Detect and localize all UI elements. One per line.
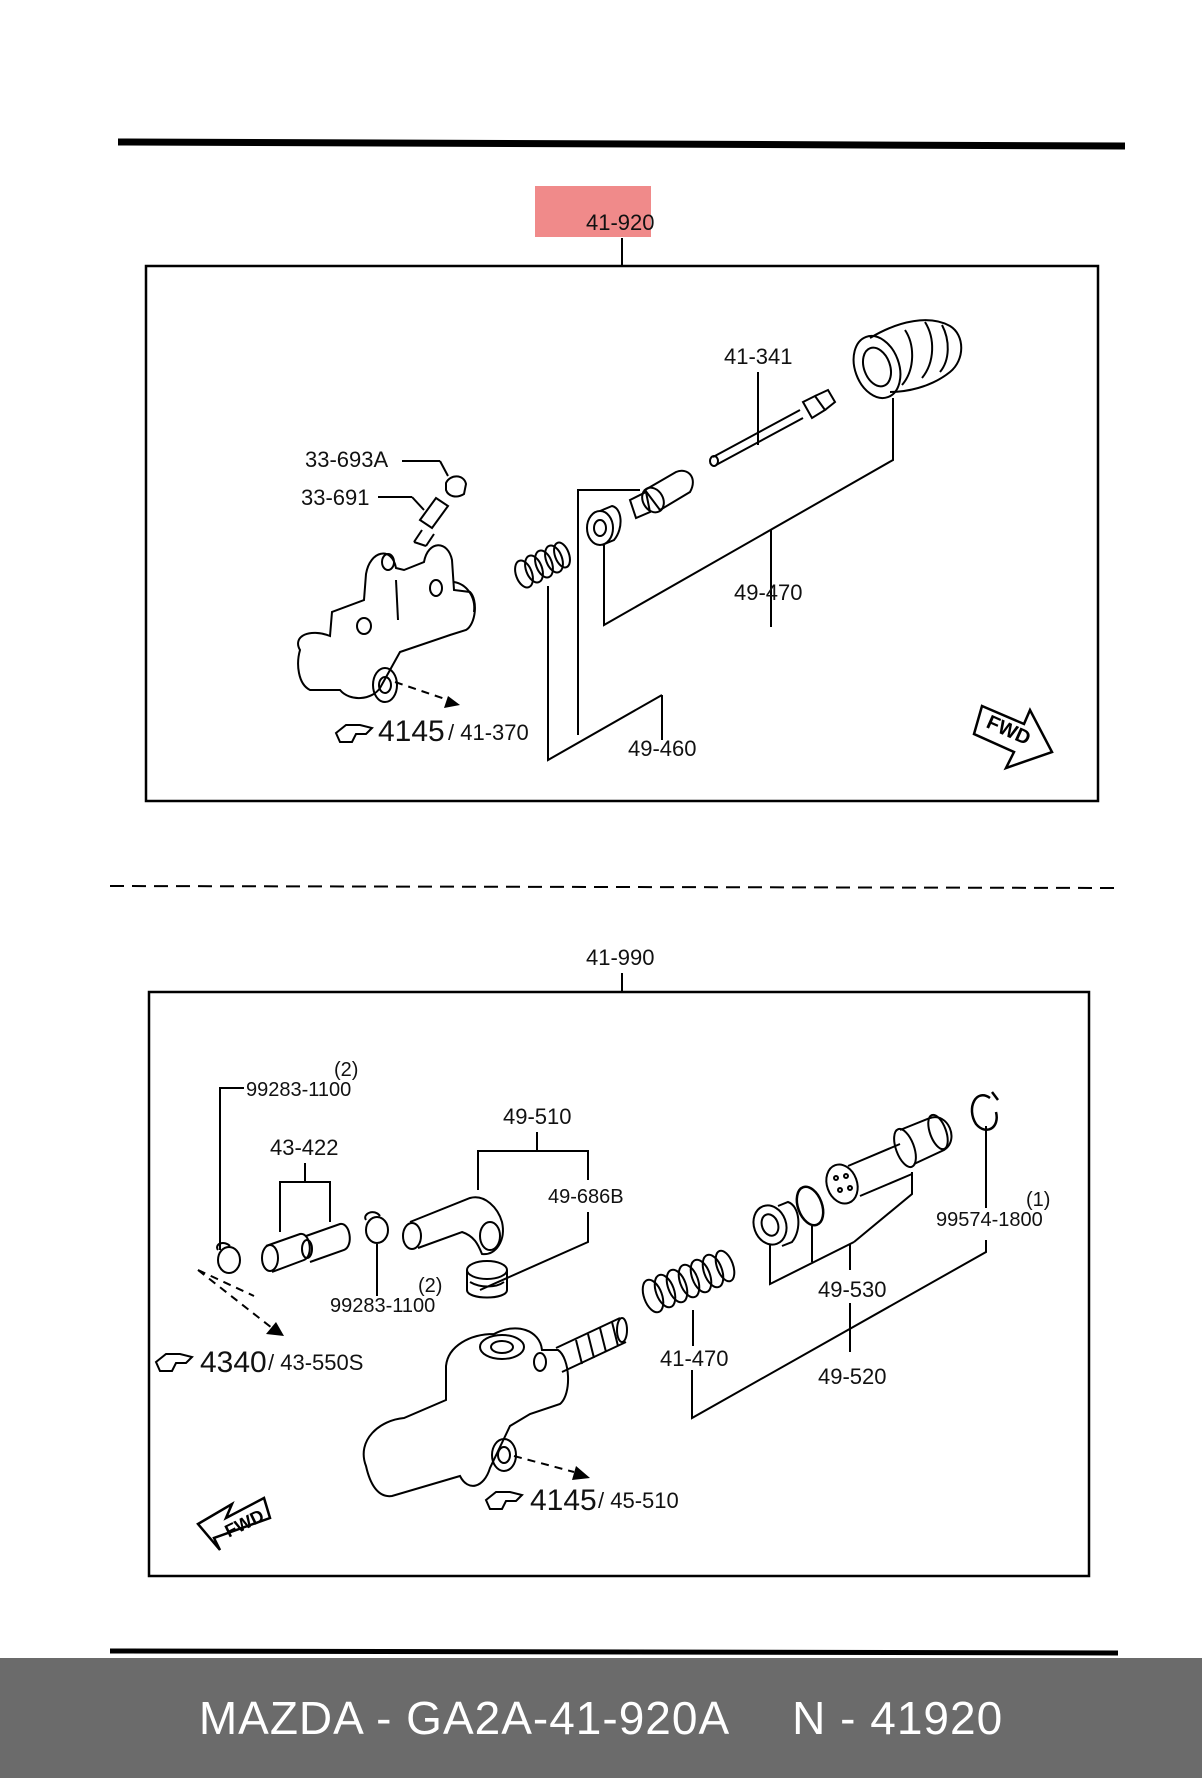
- ref-number-big[interactable]: 4145: [378, 715, 445, 748]
- highlight-marker: [535, 186, 651, 237]
- label-41-341[interactable]: 41-341: [724, 344, 793, 369]
- pointing-hand-icon: [334, 724, 374, 743]
- piston-rod-part: [825, 1113, 953, 1205]
- label-49-686b[interactable]: 49-686B: [548, 1186, 624, 1208]
- label-33-691[interactable]: 33-691: [301, 485, 370, 510]
- assembly-label-41-920[interactable]: 41-920: [586, 210, 655, 235]
- label-49-530[interactable]: 49-530: [818, 1277, 887, 1302]
- fwd-arrow-icon: FWD: [972, 704, 1054, 771]
- pipe-fitting-part: [402, 1196, 504, 1256]
- label-99283-1100-mid[interactable]: 99283-1100: [330, 1295, 435, 1317]
- top-panel: 41-920 41-341: [144, 186, 1100, 803]
- o-ring-part: [795, 1185, 825, 1227]
- ref-number-4340[interactable]: 4340: [200, 1346, 267, 1379]
- label-49-510[interactable]: 49-510: [503, 1104, 572, 1129]
- return-spring-part: [641, 1249, 736, 1314]
- piston-part: [628, 469, 694, 520]
- pointing-hand-icon-2: [154, 1353, 194, 1372]
- cup-seal-part: [586, 504, 622, 546]
- ref-number-small[interactable]: / 41-370: [448, 720, 529, 745]
- qty-label-top: (2): [334, 1059, 358, 1081]
- push-rod-part: [709, 388, 837, 467]
- hose-part: [261, 1223, 351, 1273]
- spring-part: [514, 541, 571, 589]
- footer-reference-number: N - 41920: [792, 1692, 1004, 1744]
- pointing-hand-icon-3: [484, 1491, 524, 1510]
- bottom-panel: 41-990 (2) 99283-1100 43-422 (2) 99283-1…: [147, 945, 1091, 1578]
- section-separator: [109, 885, 1121, 889]
- bleeder-screw-part: [413, 496, 450, 547]
- top-rule: [117, 138, 1126, 150]
- ref-number-43-550s[interactable]: / 43-550S: [268, 1350, 363, 1375]
- snap-ring-part: [970, 1091, 999, 1131]
- qty-label-mid: (2): [418, 1275, 442, 1297]
- bleeder-cap-part: [445, 475, 468, 498]
- label-99574-1800[interactable]: 99574-1800: [936, 1209, 1043, 1231]
- piston-cup-part: [752, 1200, 800, 1247]
- hose-clamp-mid: [364, 1211, 389, 1244]
- bottom-panel-frame: [147, 990, 1091, 1578]
- label-49-520[interactable]: 49-520: [818, 1364, 887, 1389]
- bottom-rule: [109, 1648, 1119, 1656]
- leader-lines-top: [547, 398, 894, 762]
- master-cylinder-body: [362, 1317, 628, 1498]
- ref-number-4145-bottom[interactable]: 4145: [530, 1484, 597, 1517]
- boot-part: [852, 319, 963, 399]
- label-43-422[interactable]: 43-422: [270, 1135, 339, 1160]
- part-number-footer: MAZDA - GA2A-41-920A N - 41920: [0, 1658, 1202, 1778]
- label-49-470[interactable]: 49-470: [734, 580, 803, 605]
- qty-label-99574: (1): [1026, 1189, 1050, 1211]
- parts-diagram: 41-920 41-341: [109, 138, 1126, 1656]
- hose-clamp-left: [216, 1242, 241, 1274]
- fwd-arrow-icon-bottom: FWD: [196, 1496, 272, 1551]
- label-41-470[interactable]: 41-470: [660, 1346, 729, 1371]
- top-panel-frame: [144, 264, 1100, 803]
- label-99283-1100-top[interactable]: 99283-1100: [246, 1079, 351, 1101]
- release-cylinder-body: [297, 544, 476, 703]
- ref-number-45-510[interactable]: / 45-510: [598, 1488, 679, 1513]
- footer-part-number: MAZDA - GA2A-41-920A: [198, 1692, 731, 1744]
- assembly-label-41-990[interactable]: 41-990: [586, 945, 655, 970]
- grommet-part: [466, 1260, 508, 1299]
- label-49-460[interactable]: 49-460: [628, 736, 697, 761]
- label-33-693a[interactable]: 33-693A: [305, 447, 389, 472]
